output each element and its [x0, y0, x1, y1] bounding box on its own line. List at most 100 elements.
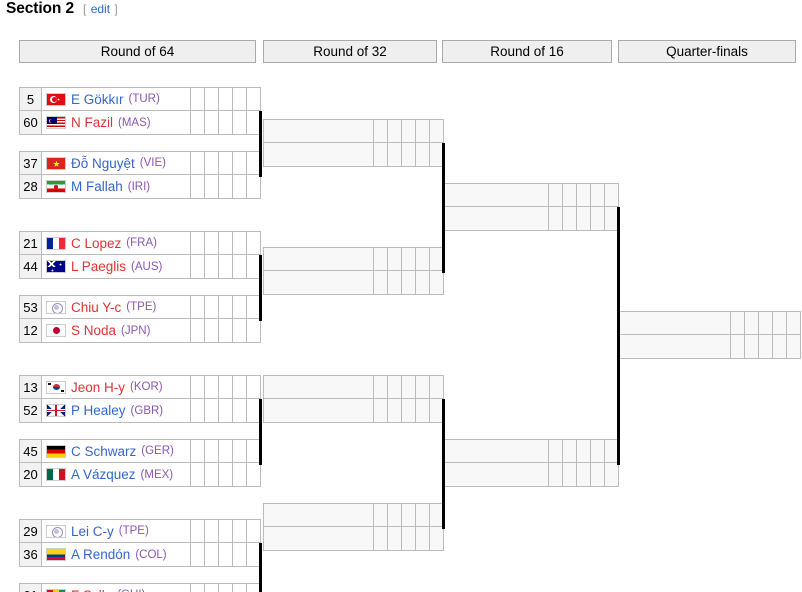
seed-number: 21 [19, 231, 41, 255]
score-cell [402, 527, 416, 551]
score-cell [374, 375, 388, 399]
round-header-label: Round of 16 [490, 44, 564, 59]
score-cell [205, 543, 219, 567]
edit-bracket-open: [ [83, 2, 87, 16]
player-cell[interactable]: S Noda (JPN) [41, 319, 191, 343]
score-cell [205, 231, 219, 255]
player-name-link[interactable]: P Healey [71, 403, 126, 418]
player-cell[interactable]: C Lopez (FRA) [41, 231, 191, 255]
player-cell [263, 143, 374, 167]
player-cell [618, 335, 731, 359]
player-cell[interactable]: E Gökkır (TUR) [41, 87, 191, 111]
player-name-link[interactable]: Chiu Y-c [71, 299, 122, 315]
player-cell[interactable]: P Healey (GBR) [41, 399, 191, 423]
player-cell [442, 439, 549, 463]
player-name-link[interactable]: L Paeglis [71, 259, 127, 274]
country-code-link[interactable]: (GBR) [130, 404, 164, 417]
player-name-link[interactable]: S Noda [71, 323, 117, 338]
score-cell [205, 519, 219, 543]
score-cell [247, 463, 261, 487]
player-cell[interactable]: M Fallah (IRI) [41, 175, 191, 199]
score-cell [205, 375, 219, 399]
country-code-link[interactable]: (JPN) [121, 324, 151, 337]
score-cell [773, 311, 787, 335]
player-cell[interactable]: N Fazil (MAS) [41, 111, 191, 135]
score-cell [191, 399, 205, 423]
country-code-link[interactable]: (MAS) [118, 116, 151, 129]
match-box [263, 375, 444, 423]
player-cell[interactable]: Đỗ Nguyệt (VIE) [41, 151, 191, 175]
score-cell [219, 399, 233, 423]
score-cell [430, 375, 444, 399]
score-cell [388, 119, 402, 143]
section-title-text: Section 2 [6, 0, 75, 17]
score-cell [577, 439, 591, 463]
player-name-link[interactable]: A Rendón [71, 547, 131, 562]
score-cell [219, 375, 233, 399]
bracket-row [263, 143, 444, 167]
player-name-link[interactable]: F Sylla [71, 588, 112, 592]
score-cell [205, 295, 219, 319]
country-code-link[interactable]: (KOR) [130, 381, 163, 393]
country-code-link[interactable]: (COL) [135, 548, 167, 561]
score-cell [205, 399, 219, 423]
player-name-link[interactable]: A Vázquez [71, 467, 136, 482]
score-cell [549, 439, 563, 463]
country-code-link[interactable]: (VIE) [139, 157, 166, 169]
seed-number: 36 [19, 543, 41, 567]
score-cell [219, 295, 233, 319]
seed-number: 61 [19, 583, 41, 592]
country-code-link[interactable]: (TUR) [128, 93, 160, 105]
country-code-link[interactable]: (AUS) [131, 260, 163, 273]
bracket-row [263, 271, 444, 295]
player-cell[interactable]: Lei C-y (TPE) [41, 519, 191, 543]
player-cell[interactable]: Chiu Y-c (TPE) [41, 295, 191, 319]
player-name-link[interactable]: Jeon H-y [71, 379, 126, 395]
player-cell[interactable]: L Paeglis (AUS) [41, 255, 191, 279]
seed-number: 37 [19, 151, 41, 175]
score-cell [416, 375, 430, 399]
score-cell [233, 399, 247, 423]
player-cell[interactable]: Jeon H-y (KOR) [41, 375, 191, 399]
country-code-link[interactable]: (GER) [141, 445, 174, 457]
player-name-link[interactable]: Đỗ Nguyệt [71, 155, 135, 171]
player-name-link[interactable]: C Lopez [71, 235, 122, 251]
edit-link-text[interactable]: edit [90, 2, 111, 16]
score-cell [591, 183, 605, 207]
player-cell[interactable]: A Vázquez (MEX) [41, 463, 191, 487]
player-name-link[interactable]: Lei C-y [71, 523, 114, 539]
player-name-link[interactable]: M Fallah [71, 179, 123, 194]
country-code-link[interactable]: (FRA) [126, 237, 157, 249]
player-cell[interactable]: C Schwarz (GER) [41, 439, 191, 463]
flag-icon-tpe [46, 300, 66, 314]
country-code-link[interactable]: (TPE) [126, 301, 157, 313]
score-cell [233, 519, 247, 543]
bracket-row [442, 183, 619, 207]
flag-icon-mas [46, 116, 66, 129]
score-cell [191, 439, 205, 463]
country-code-link[interactable]: (GUI) [117, 589, 145, 592]
player-name-link[interactable]: C Schwarz [71, 443, 137, 459]
edit-section-link[interactable]: [ edit ] [83, 2, 118, 16]
score-cell [205, 151, 219, 175]
country-code-link[interactable]: (TPE) [118, 525, 149, 537]
player-cell[interactable]: F Sylla (GUI) [41, 583, 191, 592]
player-name-link[interactable]: E Gökkır [71, 91, 124, 107]
country-code-link[interactable]: (MEX) [140, 468, 174, 481]
bracket-row [263, 399, 444, 423]
bracket-row [263, 503, 444, 527]
connector-r64-to-r32 [259, 543, 262, 592]
player-cell[interactable]: A Rendón (COL) [41, 543, 191, 567]
score-cell [219, 463, 233, 487]
country-code-link[interactable]: (IRI) [127, 180, 151, 193]
player-cell [263, 527, 374, 551]
score-cell [374, 143, 388, 167]
score-cell [205, 175, 219, 199]
flag-icon-aus [46, 260, 66, 273]
score-cell [402, 119, 416, 143]
player-name-link[interactable]: N Fazil [71, 115, 114, 130]
score-cell [219, 319, 233, 343]
score-cell [577, 207, 591, 231]
